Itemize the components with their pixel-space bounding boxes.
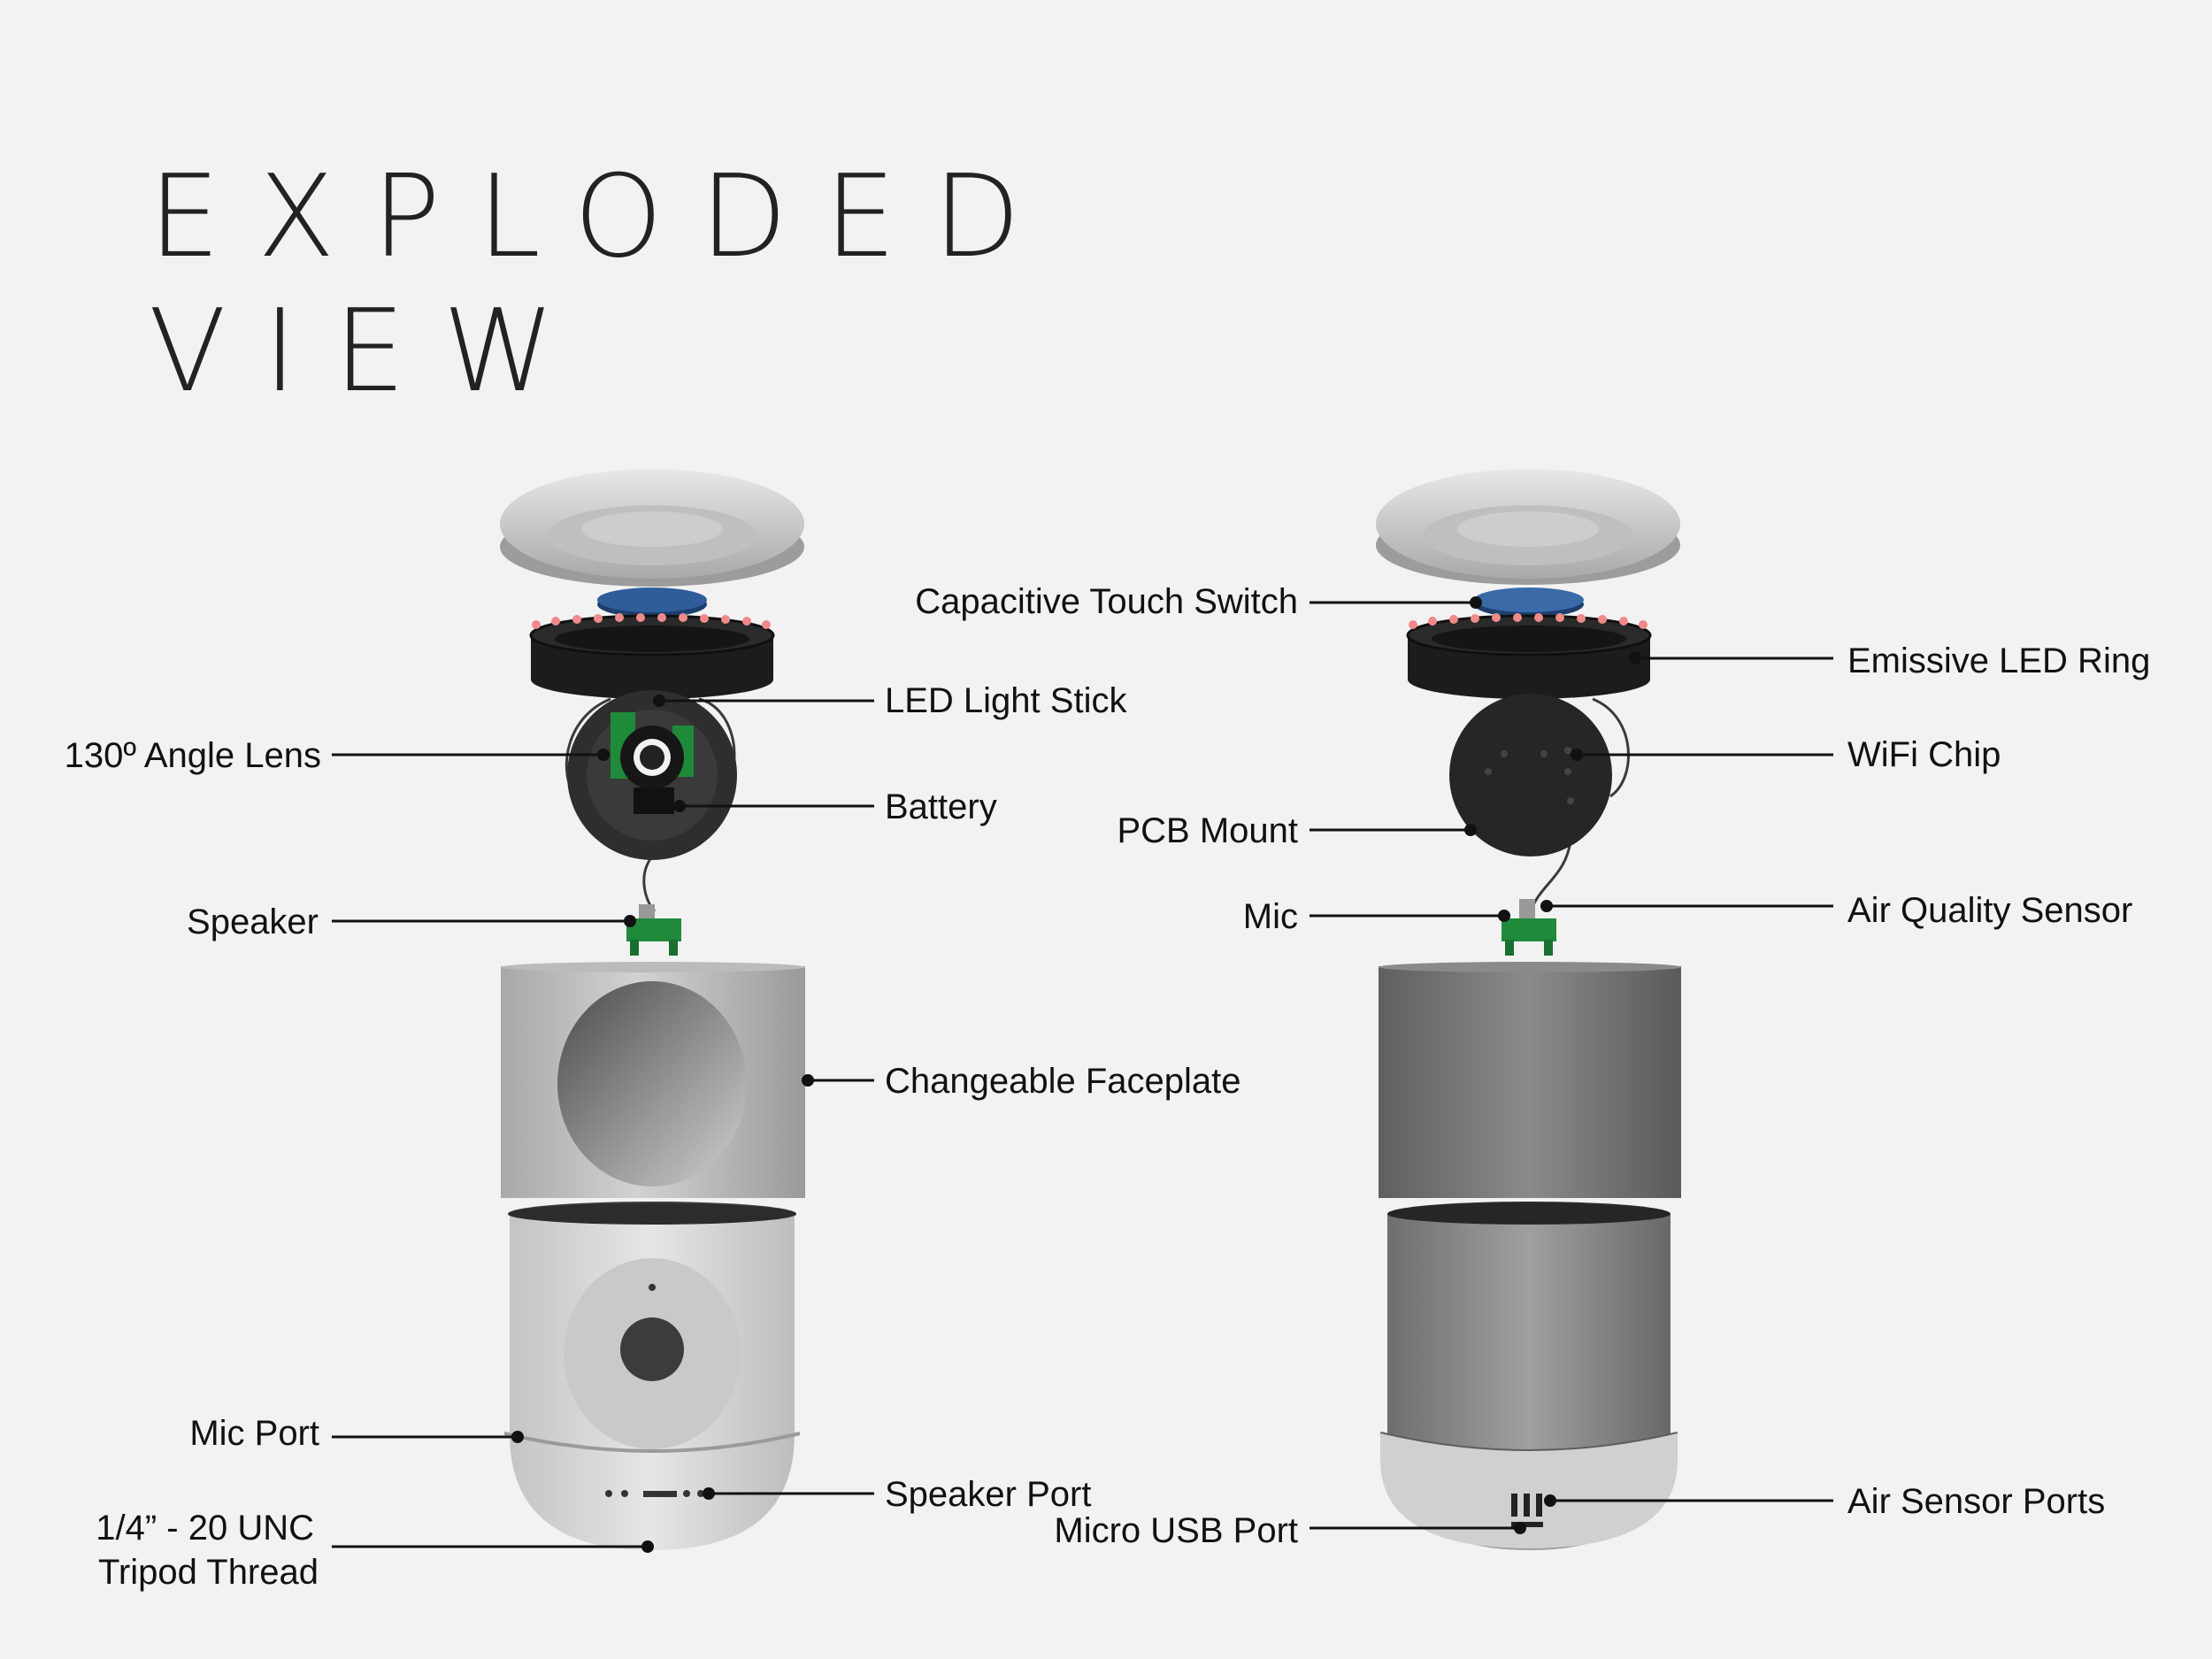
callout-air-sensor-ports: Air Sensor Ports [1544, 1482, 2105, 1521]
base-housing-back [1379, 1202, 1678, 1550]
title-line-1: EXPLODED [149, 151, 1058, 283]
label-air-quality-sensor: Air Quality Sensor [1847, 891, 2132, 930]
label-air-sensor-ports: Air Sensor Ports [1847, 1482, 2105, 1521]
label-tripod-thread-line-1: 1/4” - 20 UNC [96, 1509, 314, 1548]
callout-angle-lens: 130º Angle Lens [65, 736, 610, 775]
label-pcb-mount: PCB Mount [1117, 811, 1298, 850]
changeable-faceplate [501, 962, 805, 1198]
label-led-light-stick: LED Light Stick [885, 681, 1127, 720]
label-speaker-port: Speaker Port [885, 1475, 1091, 1514]
callout-pcb-mount: PCB Mount [1117, 811, 1477, 850]
label-micro-usb-port: Micro USB Port [1054, 1511, 1298, 1550]
capacitive-touch-switch [597, 588, 707, 618]
pcb-module [565, 690, 737, 913]
label-tripod-thread-line-2: Tripod Thread [98, 1553, 319, 1592]
speaker-component [626, 904, 681, 956]
label-capacitive-touch-switch: Capacitive Touch Switch [915, 582, 1298, 621]
callout-battery: Battery [673, 787, 997, 826]
callout-emissive-led-ring: Emissive LED Ring [1629, 641, 2150, 680]
base-housing [503, 1202, 801, 1550]
label-emissive-led-ring: Emissive LED Ring [1847, 641, 2150, 680]
faceplate-back [1379, 962, 1681, 1198]
label-changeable-faceplate: Changeable Faceplate [885, 1062, 1241, 1101]
callout-mic: Mic [1243, 897, 1510, 936]
front-device [500, 469, 805, 1550]
top-cap [500, 469, 804, 587]
label-angle-lens: 130º Angle Lens [65, 736, 321, 775]
callout-air-quality-sensor: Air Quality Sensor [1540, 891, 2132, 930]
callout-speaker: Speaker [187, 902, 636, 941]
callout-tripod-thread: 1/4” - 20 UNC Tripod Thread [96, 1509, 654, 1592]
label-mic: Mic [1243, 897, 1298, 936]
label-battery: Battery [885, 787, 997, 826]
emissive-led-ring [529, 613, 775, 699]
top-cap-back [1376, 469, 1680, 585]
callout-mic-port: Mic Port [189, 1414, 524, 1453]
callout-led-light-stick: LED Light Stick [653, 681, 1127, 720]
callout-micro-usb-port: Micro USB Port [1054, 1511, 1526, 1550]
title-line-2: VIEW [149, 286, 592, 418]
pcb-mount-disc [1449, 694, 1630, 912]
callout-changeable-faceplate: Changeable Faceplate [802, 1062, 1241, 1101]
emissive-led-ring-back [1406, 613, 1652, 699]
page-title: EXPLODED VIEW [149, 150, 1057, 419]
mic-sensor-component [1502, 899, 1556, 956]
back-device [1376, 469, 1681, 1550]
callout-wifi-chip: WiFi Chip [1571, 735, 2001, 774]
label-speaker: Speaker [187, 902, 319, 941]
label-mic-port: Mic Port [189, 1414, 319, 1453]
capacitive-touch-switch-back [1474, 588, 1584, 618]
label-wifi-chip: WiFi Chip [1847, 735, 2001, 774]
callout-speaker-port: Speaker Port [703, 1475, 1091, 1514]
callout-capacitive-touch-switch: Capacitive Touch Switch [915, 582, 1482, 621]
